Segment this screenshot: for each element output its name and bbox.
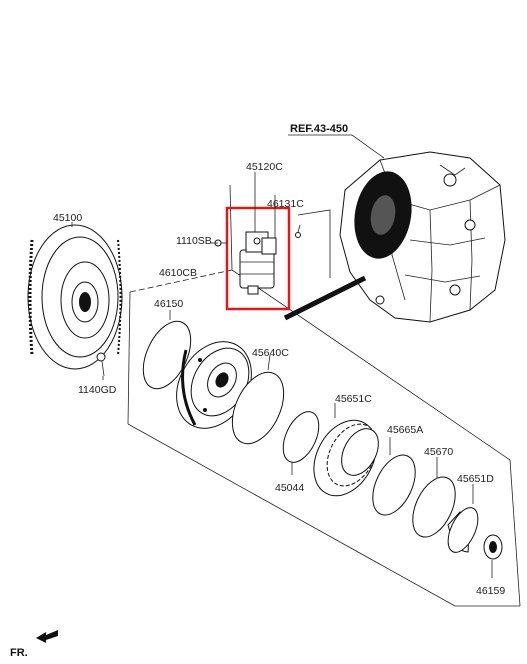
snap-ring-45665a[interactable]	[364, 448, 424, 521]
highlight-box	[225, 206, 291, 311]
transmission-housing	[339, 151, 506, 323]
label-45640c[interactable]: 45640C	[252, 347, 289, 359]
pipe	[283, 275, 367, 321]
bushing-46159[interactable]	[483, 534, 503, 560]
torque-converter[interactable]	[27, 224, 123, 370]
label-45044[interactable]: 45044	[275, 482, 304, 494]
label-4610cb[interactable]: 4610CB	[159, 267, 197, 279]
label-1110sb[interactable]: 1110SB	[176, 235, 212, 247]
label-46150[interactable]: 46150	[154, 298, 183, 310]
label-1140gd[interactable]: 1140GD	[78, 384, 117, 396]
label-45120c[interactable]: 45120C	[246, 161, 283, 173]
front-label: FR.	[10, 647, 28, 659]
clutch-drum[interactable]	[301, 410, 388, 507]
bolt-1140gd	[96, 352, 106, 377]
seal-ring-46150[interactable]	[134, 314, 201, 396]
ring-45670[interactable]	[404, 470, 464, 543]
ref-label[interactable]: REF.43-450	[290, 123, 348, 135]
solenoid-valve[interactable]	[239, 231, 277, 295]
label-45651d[interactable]: 45651D	[457, 473, 494, 485]
label-46131c[interactable]: 46131C	[267, 198, 304, 210]
label-45100[interactable]: 45100	[53, 212, 82, 224]
label-46159[interactable]: 46159	[476, 585, 505, 597]
ref-leader	[288, 134, 385, 159]
label-45670[interactable]: 45670	[424, 446, 453, 458]
front-arrow-icon	[36, 630, 58, 643]
seal-ring-45640c[interactable]	[222, 364, 294, 451]
oil-pump[interactable]	[162, 328, 267, 442]
label-45651c[interactable]: 45651C	[335, 393, 372, 405]
seal-ring-45044[interactable]	[276, 406, 326, 468]
label-45665a[interactable]: 45665A	[387, 424, 423, 436]
